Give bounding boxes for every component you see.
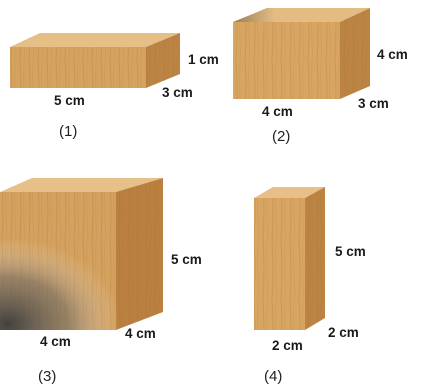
block-2-height-label: 4 cm (377, 47, 408, 62)
block-2-depth-label: 3 cm (358, 96, 389, 111)
block-1 (10, 33, 180, 88)
block-3-top (0, 178, 163, 192)
block-1-height-label: 1 cm (188, 52, 219, 67)
block-4-height-label: 5 cm (335, 244, 366, 259)
figure-1-caption: (1) (59, 123, 77, 140)
block-4-depth-label: 2 cm (328, 325, 359, 340)
block-3-width-label: 4 cm (40, 334, 71, 349)
block-3-shadow-patch (0, 215, 150, 330)
block-3-height-label: 5 cm (171, 252, 202, 267)
block-4-top (254, 187, 325, 198)
figure-2-caption: (2) (272, 128, 290, 145)
block-4-width-label: 2 cm (272, 338, 303, 353)
block-4 (254, 187, 325, 330)
block-3 (0, 178, 163, 330)
block-1-top (10, 33, 180, 47)
figure-3-caption: (3) (38, 368, 56, 385)
figure-4-caption: (4) (264, 368, 282, 385)
block-2 (233, 8, 370, 99)
block-2-width-label: 4 cm (262, 104, 293, 119)
block-1-depth-label: 3 cm (162, 85, 193, 100)
block-1-width-label: 5 cm (54, 93, 85, 108)
block-3-depth-label: 4 cm (125, 326, 156, 341)
